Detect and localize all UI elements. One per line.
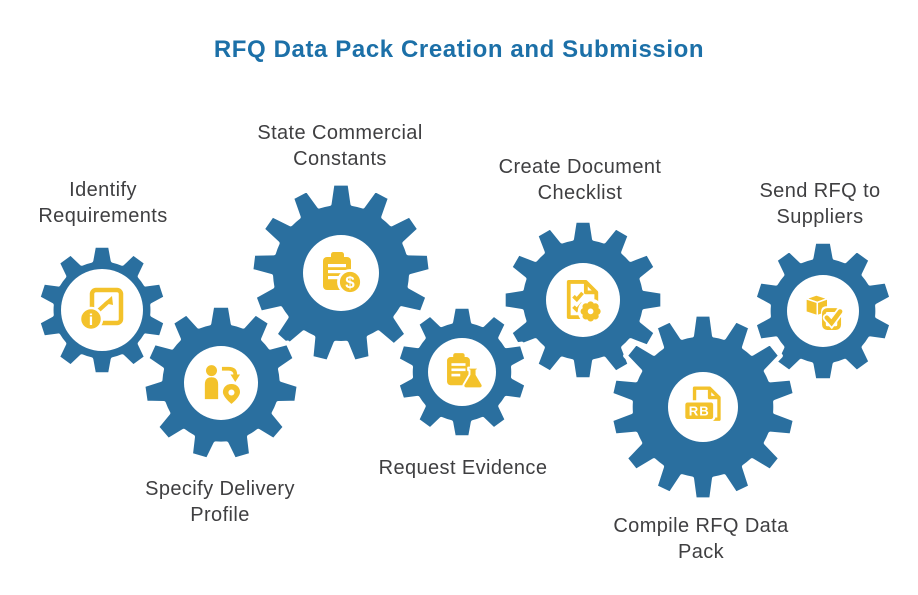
document-info-icon: i — [78, 287, 124, 332]
gear-state-commercial-constants: $ — [248, 181, 434, 365]
gear-specify-delivery-profile — [140, 303, 302, 463]
gear-compile-rfq-data-pack: RB — [608, 312, 798, 502]
gear-request-evidence — [394, 304, 530, 440]
icon-text: $ — [345, 273, 355, 292]
gear-hub — [546, 263, 620, 337]
clipboard-flask-icon — [447, 353, 484, 390]
clipboard-dollar-icon: $ — [323, 252, 363, 295]
document-checklist-gear-icon — [566, 280, 604, 325]
gear-label-create-document-checklist: Create Document Checklist — [498, 156, 662, 204]
diagram-title: RFQ Data Pack Creation and Submission — [213, 36, 705, 63]
gear-label-compile-rfq-data-pack: Compile RFQ Data Pack — [613, 515, 789, 563]
file-rb-icon: RB — [683, 386, 721, 422]
gear-create-document-checklist — [501, 218, 665, 382]
gear-label-state-commercial-constants: State Commercial Constants — [257, 122, 423, 170]
gear-label-request-evidence: Request Evidence — [378, 457, 548, 479]
package-check-icon — [805, 294, 845, 332]
icon-text: i — [89, 312, 93, 329]
gear-send-rfq-to-suppliers — [751, 239, 895, 383]
icon-text: RB — [689, 403, 710, 418]
gear-identify-requirements: i — [35, 243, 169, 377]
person-location-icon — [204, 365, 240, 404]
gear-hub — [184, 346, 258, 420]
gear-label-specify-delivery-profile: Specify Delivery Profile — [145, 478, 295, 526]
gear-label-identify-requirements: Identify Requirements — [38, 179, 168, 227]
gear-label-send-rfq-to-suppliers: Send RFQ to Suppliers — [759, 180, 881, 228]
